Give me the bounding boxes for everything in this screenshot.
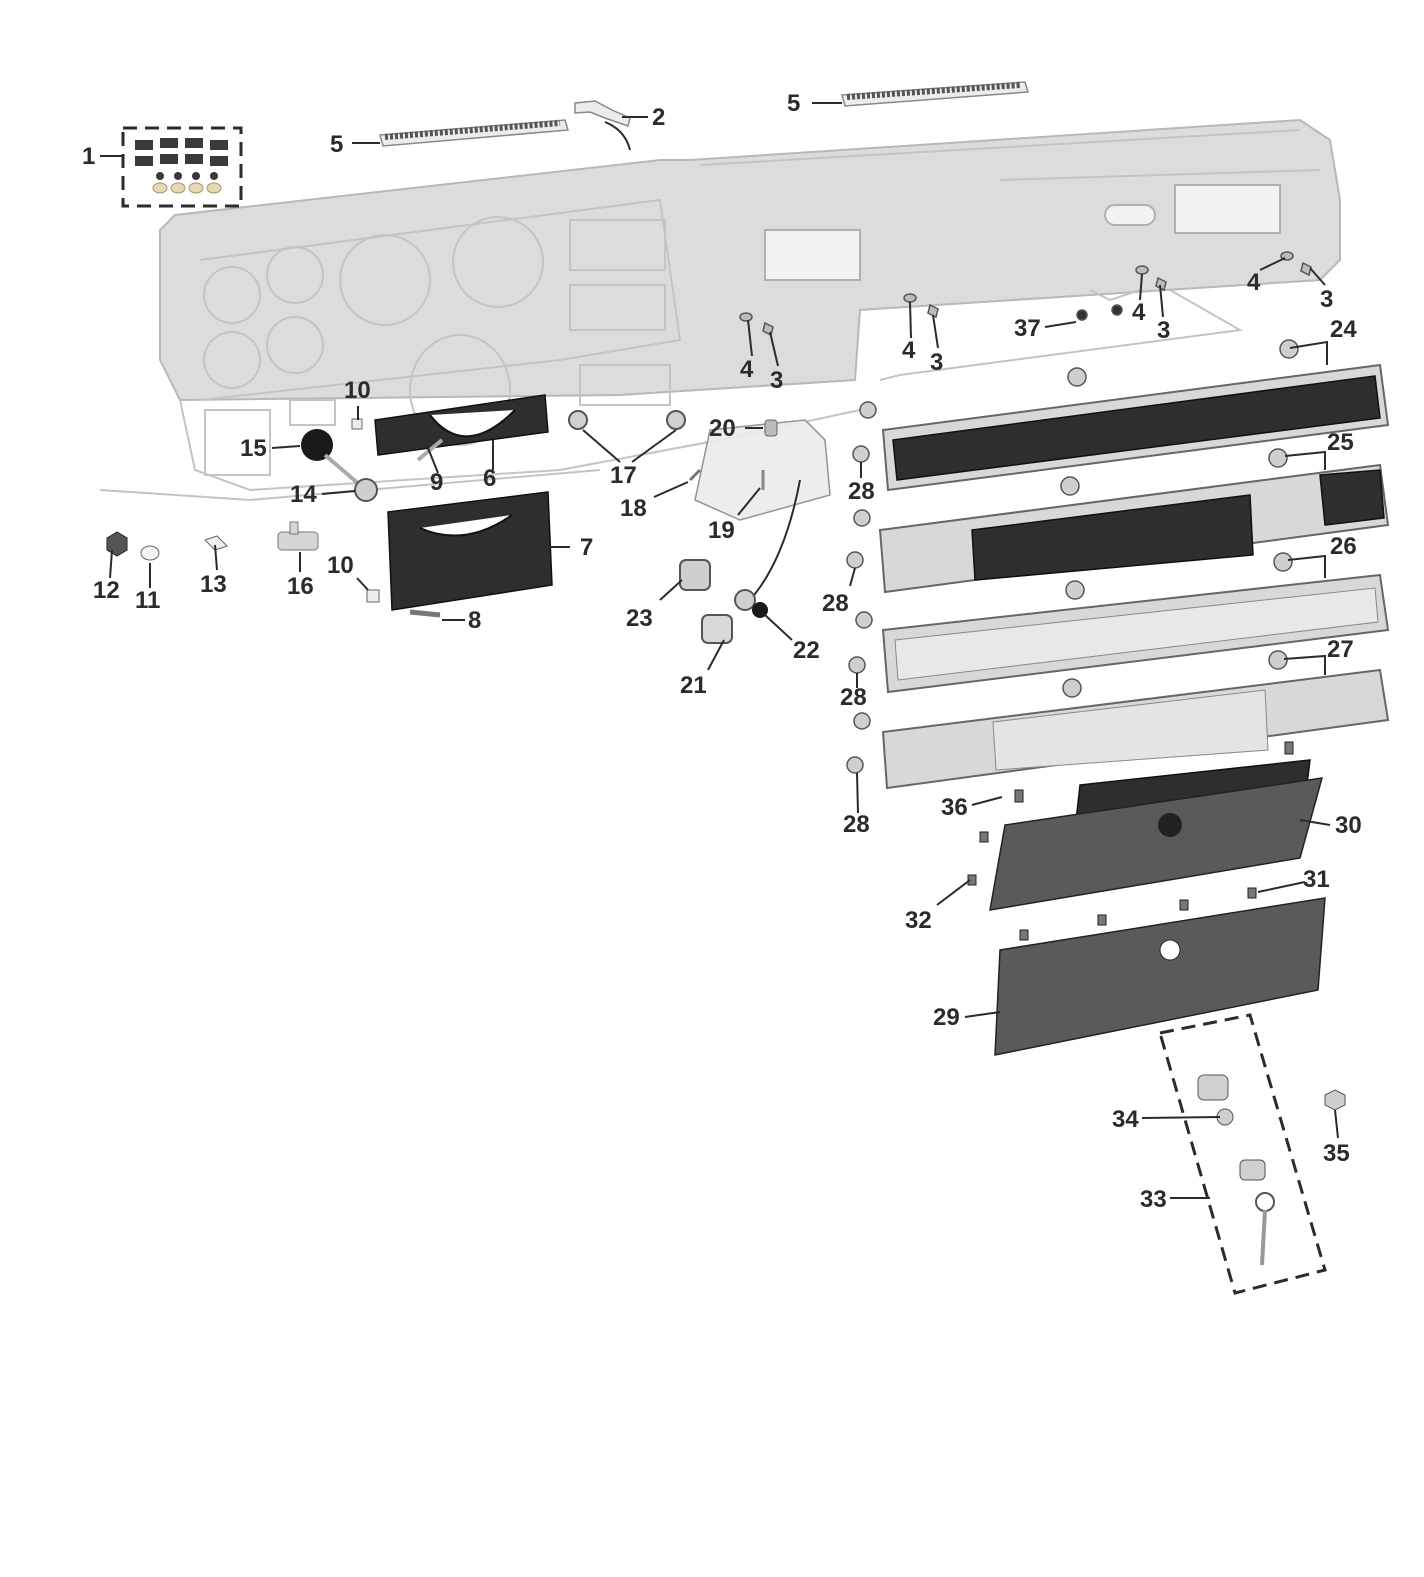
switch-and-bulb-parts <box>106 410 686 618</box>
lower-cover-part <box>387 491 553 611</box>
callout-21: 21 <box>680 672 707 699</box>
callout-34: 34 <box>1112 1106 1139 1133</box>
callout-4: 4 <box>902 337 916 364</box>
callout-4: 4 <box>740 356 754 383</box>
callout-10: 10 <box>344 377 371 404</box>
lock-kit-part <box>1158 1013 1346 1295</box>
callout-33: 33 <box>1140 1186 1167 1213</box>
callout-10: 10 <box>327 552 354 579</box>
callout-6: 6 <box>483 465 496 492</box>
clip-kit-part <box>121 126 243 208</box>
callout-16: 16 <box>287 573 314 600</box>
callout-35: 35 <box>1323 1140 1350 1167</box>
callout-19: 19 <box>708 517 735 544</box>
leader-lines <box>100 102 1339 1199</box>
callout-28: 28 <box>848 478 875 505</box>
callout-3: 3 <box>1157 317 1170 344</box>
callout-12: 12 <box>93 577 120 604</box>
callout-32: 32 <box>905 907 932 934</box>
callout-7: 7 <box>580 534 593 561</box>
bracket-part <box>574 100 631 151</box>
callout-29: 29 <box>933 1004 960 1031</box>
callout-11: 11 <box>135 587 160 614</box>
callout-28: 28 <box>840 684 867 711</box>
column-cover-plate-part <box>374 394 549 456</box>
callout-28: 28 <box>843 811 870 838</box>
callout-13: 13 <box>200 571 227 598</box>
callout-3: 3 <box>1320 286 1333 313</box>
callout-36: 36 <box>941 794 968 821</box>
callout-3: 3 <box>770 367 783 394</box>
callout-labels: 1 2 3 3 3 3 4 4 4 4 5 5 6 7 8 9 10 10 11… <box>82 90 1362 1213</box>
callout-22: 22 <box>793 637 820 664</box>
callout-15: 15 <box>240 435 267 462</box>
callout-1: 1 <box>82 143 95 170</box>
callout-14: 14 <box>290 481 317 508</box>
callout-8: 8 <box>468 607 481 634</box>
glove-box-parts <box>967 741 1326 1056</box>
callout-4: 4 <box>1132 299 1146 326</box>
dashboard-ghost <box>99 118 1341 502</box>
callout-2: 2 <box>652 104 665 131</box>
callout-5: 5 <box>330 131 343 158</box>
callout-4: 4 <box>1247 269 1261 296</box>
ashtray-lighter-parts <box>679 419 831 644</box>
callout-23: 23 <box>626 605 653 632</box>
callout-27: 27 <box>1327 636 1354 663</box>
callout-5: 5 <box>787 90 800 117</box>
defroster-grille-part <box>379 81 1029 147</box>
callout-9: 9 <box>430 469 443 496</box>
trim-panel-parts <box>846 339 1390 790</box>
callout-20: 20 <box>709 415 736 442</box>
callout-26: 26 <box>1330 533 1357 560</box>
fastener-parts <box>739 251 1312 337</box>
callout-18: 18 <box>620 495 647 522</box>
callout-28: 28 <box>822 590 849 617</box>
callout-30: 30 <box>1335 812 1362 839</box>
callout-31: 31 <box>1303 866 1330 893</box>
callout-24: 24 <box>1330 316 1357 343</box>
callout-37: 37 <box>1014 315 1041 342</box>
callout-17: 17 <box>610 462 637 489</box>
callout-3: 3 <box>930 349 943 376</box>
callout-25: 25 <box>1327 429 1354 456</box>
